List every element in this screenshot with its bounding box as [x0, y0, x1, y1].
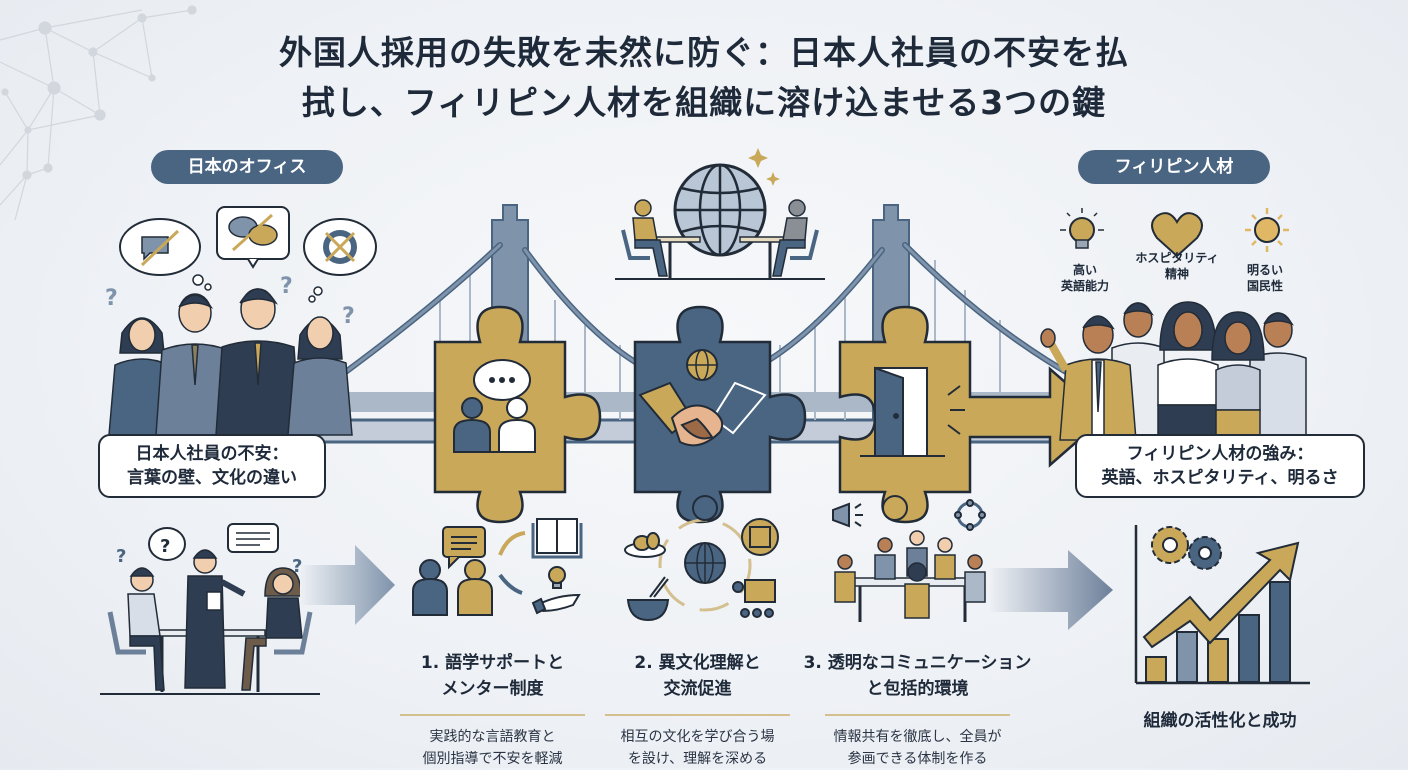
growth-bar — [1207, 638, 1229, 683]
gear-icon-gold — [1151, 526, 1189, 564]
heart-icon — [1151, 212, 1203, 258]
growth-bar — [1145, 656, 1167, 683]
two-people-icon — [453, 397, 536, 453]
philippine-strengths-caption: フィリピン人材の強み： 英語、ホスピタリティ、明るさ — [1075, 434, 1365, 498]
step-divider — [400, 714, 585, 716]
trait-hospitality: ホスピタリティ 精神 — [1117, 250, 1237, 282]
trait-line-2: 英語能力 — [1060, 279, 1109, 293]
step-desc-line-2: 個別指導で不安を軽減 — [422, 751, 563, 767]
step-3-icons — [832, 495, 986, 622]
sun-icon — [1245, 208, 1289, 252]
question-mark-icon: ? — [280, 274, 293, 299]
open-book-icon — [531, 518, 583, 559]
trait-icons — [1060, 208, 1289, 258]
title-line-2: 拭し、フィリピン人材を組織に溶け込ませる3つの鍵 — [301, 83, 1107, 122]
step-1-icons — [412, 518, 583, 616]
no-culture-thought-icon — [303, 218, 377, 303]
globe-icon — [686, 349, 718, 381]
caption-line-1: フィリピン人材の強み： — [1126, 444, 1314, 464]
step-title-line-2: メンター制度 — [441, 679, 544, 699]
step-title: 1. 語学サポートと メンター制度 — [400, 650, 585, 702]
open-door-icon — [860, 366, 965, 457]
step-title-line-1: 3. 透明なコミュニケーション — [803, 653, 1032, 673]
result-label: 組織の活性化と成功 — [1143, 711, 1297, 731]
step-title-line-1: 1. 語学サポートと — [420, 653, 565, 673]
question-mark-icon: ? — [342, 304, 355, 329]
step-divider — [605, 714, 790, 716]
caption-line-2: 言葉の壁、文化の違い — [127, 468, 297, 488]
step-description: 実践的な言語教育と 個別指導で不安を軽減 — [400, 726, 585, 770]
lightbulb-hand-icon — [531, 566, 581, 615]
step-divider — [825, 714, 1010, 716]
step-description: 情報共有を徹底し、全員が 参画できる体制を作る — [800, 726, 1035, 770]
question-bubble-icon: ? — [148, 527, 186, 561]
trait-line-1: 明るい — [1246, 263, 1283, 277]
growth-bar — [1238, 614, 1260, 683]
step-desc-line-1: 相互の文化を学び合う場 — [620, 729, 775, 745]
filipino-team-illustration — [1040, 301, 1307, 441]
step-title: 3. 透明なコミュニケーション と包括的環境 — [800, 650, 1035, 702]
page-title: 外国人採用の失敗を未然に防ぐ：日本人社員の不安を払 拭し、フィリピン人材を組織に… — [0, 28, 1408, 128]
trait-cheerful: 明るい 国民性 — [1230, 262, 1300, 294]
step-3: 3. 透明なコミュニケーション と包括的環境 情報共有を徹底し、全員が 参画でき… — [800, 650, 1035, 770]
question-mark-icon: ? — [116, 546, 126, 567]
growth-bar — [1269, 581, 1291, 683]
step-title: 2. 異文化理解と 交流促進 — [605, 650, 790, 702]
step-description: 相互の文化を学び合う場 を設け、理解を深める — [605, 726, 790, 770]
step-2: 2. 異文化理解と 交流促進 相互の文化を学び合う場 を設け、理解を深める — [605, 650, 790, 770]
philippine-talent-label: フィリピン人材 — [1078, 150, 1270, 184]
trait-line-2: 精神 — [1164, 267, 1189, 281]
noodle-bowl-icon — [626, 576, 670, 622]
step-title-line-2: 交流促進 — [663, 679, 732, 699]
network-decoration — [0, 5, 197, 221]
emblem-icon — [741, 518, 779, 556]
step-desc-line-2: を設け、理解を深める — [627, 751, 768, 767]
japan-office-label: 日本のオフィス — [151, 150, 343, 184]
globe-icon — [673, 163, 767, 257]
title-line-1: 外国人採用の失敗を未然に防ぐ：日本人社員の不安を払 — [279, 33, 1129, 72]
trait-english: 高い 英語能力 — [1050, 262, 1120, 294]
global-meeting-illustration — [615, 148, 825, 280]
step-title-line-1: 2. 異文化理解と — [634, 653, 761, 673]
japanese-anxiety-caption: 日本人社員の不安： 言葉の壁、文化の違い — [98, 434, 326, 498]
svg-text:?: ? — [160, 536, 170, 557]
progress-arrow-left — [300, 545, 395, 625]
trait-line-1: ホスピタリティ — [1135, 251, 1219, 265]
caption-line-1: 日本人社員の不安： — [135, 444, 289, 464]
sparkle-icon — [748, 148, 780, 186]
no-chat-thought-icon — [119, 218, 212, 291]
step-1: 1. 語学サポートと メンター制度 実践的な言語教育と 個別指導で不安を軽減 — [400, 650, 585, 770]
presentation-icon — [732, 579, 776, 618]
question-mark-icon: ? — [292, 556, 302, 577]
growth-chart-illustration — [1134, 525, 1310, 685]
growth-arrow-icon — [1142, 541, 1300, 649]
text-bubble-icon — [227, 523, 279, 553]
step-desc-line-1: 情報共有を徹底し、全員が — [833, 729, 1002, 745]
handshake-icon — [638, 381, 767, 447]
food-plate-icon — [624, 532, 666, 558]
speech-bubble-icon — [473, 359, 531, 401]
confused-meeting-illustration: ? ? ? — [100, 523, 320, 695]
megaphone-icon — [832, 502, 863, 528]
network-ring-icon — [954, 499, 986, 531]
puzzle-piece-cultural-exchange — [633, 305, 807, 524]
trait-line-1: 高い — [1072, 263, 1097, 277]
lightbulb-icon — [1060, 208, 1104, 249]
question-mark-icon: ? — [105, 286, 118, 311]
puzzle-piece-language-support — [433, 305, 602, 524]
worried-employees-illustration: ? ? ? — [105, 206, 377, 436]
trait-line-2: 国民性 — [1246, 279, 1283, 293]
caption-line-2: 英語、ホスピタリティ、明るさ — [1101, 468, 1339, 488]
globe-icon — [684, 542, 726, 584]
step-desc-line-1: 実践的な言語教育と — [429, 729, 556, 745]
step-title-line-2: と包括的環境 — [866, 679, 969, 699]
puzzle-piece-transparent-communication — [838, 305, 1107, 524]
growth-bar — [1176, 631, 1198, 683]
step-2-icons — [624, 495, 779, 622]
step-desc-line-2: 参画できる体制を作る — [847, 751, 988, 767]
no-conversation-bubble-icon — [216, 206, 290, 269]
progress-arrow-right — [990, 550, 1113, 630]
gear-icon-navy — [1188, 536, 1222, 570]
puzzle-pieces — [433, 305, 1107, 524]
